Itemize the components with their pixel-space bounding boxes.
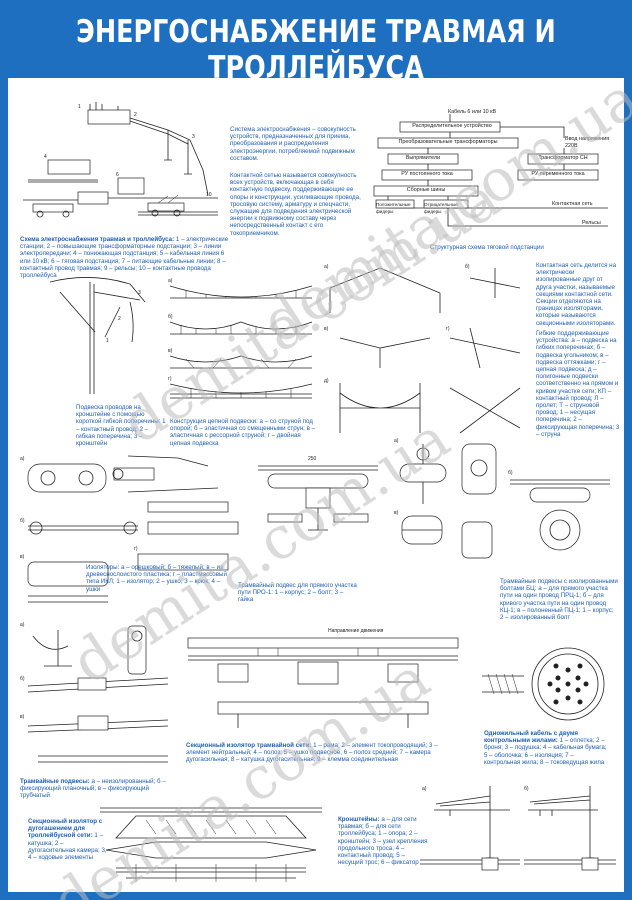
tram-hanger-pro1-title: Трамвайный подвес для прямого участка пу…: [238, 582, 357, 597]
substation-diagram: [368, 108, 618, 240]
tram-hanger-pro1-drawing: 250: [248, 444, 388, 554]
tram-hangers-drawing: а) б) в): [18, 616, 178, 776]
substation-dc-switchgear-label: РУ постоянного тока: [401, 171, 453, 177]
tram-hangers-items: а – неизолированный; б – фиксирующий пла…: [20, 778, 166, 800]
tram-section-insulator-drawing: Направление движения: [178, 610, 468, 740]
tram-hangers-caption: Трамвайные подвесы: а – неизолированный;…: [20, 778, 170, 800]
supply-scheme-caption: Схема электроснабжения травмая и троллей…: [20, 236, 235, 279]
substation-rails-label: Рельсы: [582, 220, 601, 226]
svg-text:а): а): [422, 786, 427, 792]
tram-hangers-bolts-caption: Трамвайные подвесы с изолированными болт…: [500, 578, 618, 621]
supply-scheme-caption-title: Схема электроснабжения травмая и троллей…: [20, 236, 175, 243]
svg-text:в): в): [20, 554, 25, 560]
substation-contact-network-label: Контактная сеть: [552, 201, 593, 207]
trolley-section-insulator-title: Секционный изолятор с дугогашением для т…: [28, 818, 103, 840]
trolley-section-insulator-caption: Секционный изолятор с дугогашением для т…: [28, 818, 108, 861]
svg-text:а): а): [20, 622, 25, 628]
svg-text:б): б): [465, 264, 470, 270]
tram-hanger-pro1-items: 1 – корпус; 2 – болт; 3 – гайка: [238, 589, 344, 604]
substation-negative-feeders-label: Отрицательные фидеры: [424, 202, 458, 215]
tram-hangers-bolts-title: Трамвайные подвесы с изолированными болт…: [500, 578, 618, 593]
sections-definition: Контактная сеть делится на электрически …: [536, 262, 617, 327]
svg-text:в): в): [324, 326, 329, 332]
svg-text:в): в): [168, 348, 173, 354]
tram-section-insulator-title: Секционный изолятор трамвайной сети:: [186, 742, 312, 749]
svg-text:б): б): [20, 518, 25, 524]
svg-text:4: 4: [44, 154, 47, 160]
poster-title: ЭНЕРГОСНАБЖЕНИЕ ТРАВМАЯ И ТРОЛЛЕЙБУСА: [76, 14, 556, 86]
svg-text:а): а): [168, 278, 173, 284]
single-core-cable-items: 1 – оплетка; 2 – броня; 3 – подушка; 4 –…: [484, 737, 607, 766]
svg-text:г): г): [134, 546, 138, 552]
tram-hanger-pro1-caption: Трамвайный подвес для прямого участка пу…: [238, 582, 358, 604]
substation-positive-feeders-label: Положительные фидеры: [376, 202, 411, 215]
substation-input-label: Кабель 6 или 10 кВ: [448, 109, 497, 115]
tram-section-insulator-caption: Секционный изолятор трамвайной сети: 1 –…: [186, 742, 456, 764]
substation-ac-switchgear-label: РУ переменного тока: [531, 171, 585, 177]
insulators-drawing: а) б) в) г): [18, 446, 248, 616]
bracket-suspension-caption: Подвеска проводов на кронштейне с помощь…: [76, 404, 166, 448]
brackets-title: Кронштейны:: [338, 816, 380, 823]
svg-text:б): б): [508, 470, 513, 476]
substation-aux-input-label: Ввод напряжения 220В: [565, 136, 610, 150]
system-definition: Система электроснабжения – совокупность …: [230, 126, 356, 162]
svg-text:1: 1: [106, 338, 109, 344]
chain-suspension-drawing: а) б) в) г): [166, 264, 316, 412]
svg-text:3: 3: [138, 290, 141, 296]
substation-converter-label: Преобразовательные трансформаторы: [398, 139, 498, 145]
insulators-caption: Изоляторы: а – орешковый; б – тяжелый; в…: [86, 564, 227, 593]
substation-busbars-label: Сборные шины: [406, 187, 446, 193]
substation-distribution-label: Распределительное устройство: [412, 123, 492, 129]
substation-rectifiers-label: Выпрямители: [405, 155, 441, 161]
svg-text:д): д): [324, 378, 329, 384]
bracket-suspension-drawing: 3 2 1: [20, 262, 165, 397]
tram-hangers-bolts-items: а – для прямого участка пути на один про…: [500, 585, 614, 622]
svg-text:г): г): [168, 376, 172, 382]
flexible-devices-drawing: а) б) в) г) д): [320, 258, 530, 448]
single-core-cable-drawing: [478, 640, 608, 726]
svg-text:1: 1: [78, 104, 81, 110]
svg-text:Направление движения: Направление движения: [328, 628, 384, 634]
single-core-cable-caption: Одножильный кабель с двумя контрольными …: [484, 730, 610, 766]
supply-scheme-drawing: 1 2 3 4 6 10: [18, 100, 223, 232]
tram-hangers-bolts-drawing: а) б) в): [390, 434, 616, 576]
svg-text:а): а): [20, 456, 25, 462]
chain-suspension-caption: Конструкция цепной подвески: а – со стру…: [170, 418, 316, 447]
substation-caption: Структурная схема тяговой подстанции: [430, 244, 544, 251]
single-core-cable-title: Одножильный кабель с двумя контрольными …: [484, 730, 579, 745]
tram-hangers-title: Трамвайные подвесы:: [20, 778, 90, 785]
svg-text:6: 6: [116, 172, 119, 178]
svg-text:а): а): [394, 438, 399, 444]
svg-text:2: 2: [118, 316, 121, 322]
svg-text:10: 10: [206, 192, 212, 198]
trolley-section-insulator-items: 1 – катушка; 2 – дугогасительная камера;…: [28, 832, 107, 862]
svg-text:а): а): [324, 264, 329, 270]
brackets-caption: Кронштейны: а – для сети травмая; б – дл…: [338, 816, 428, 866]
tram-section-insulator-items: 1 – рама; 2 – элемент токопроводящий; 3 …: [186, 742, 438, 764]
svg-text:г): г): [446, 326, 450, 332]
contact-network-definition: Контактной сетью называется совокупность…: [230, 172, 361, 237]
svg-text:250: 250: [308, 456, 317, 462]
svg-text:в): в): [20, 714, 25, 720]
svg-text:б): б): [20, 676, 25, 682]
brackets-drawing: а) б): [420, 780, 616, 872]
trolley-section-insulator-drawing: [96, 798, 326, 888]
svg-text:в): в): [394, 510, 399, 516]
supply-scheme-caption-items: 1 – электрические станции; 2 – повышающи…: [20, 236, 229, 280]
flexible-devices-caption: Гибкие поддерживающие устройства: а – по…: [536, 330, 620, 438]
svg-text:б): б): [524, 786, 529, 792]
svg-text:3: 3: [192, 134, 195, 140]
svg-text:2: 2: [134, 112, 137, 118]
substation-aux-transformer-label: Трансформатор СН: [538, 155, 588, 161]
svg-text:б): б): [168, 314, 173, 320]
brackets-items: а – для сети травмая; б – для сети тролл…: [338, 816, 428, 867]
